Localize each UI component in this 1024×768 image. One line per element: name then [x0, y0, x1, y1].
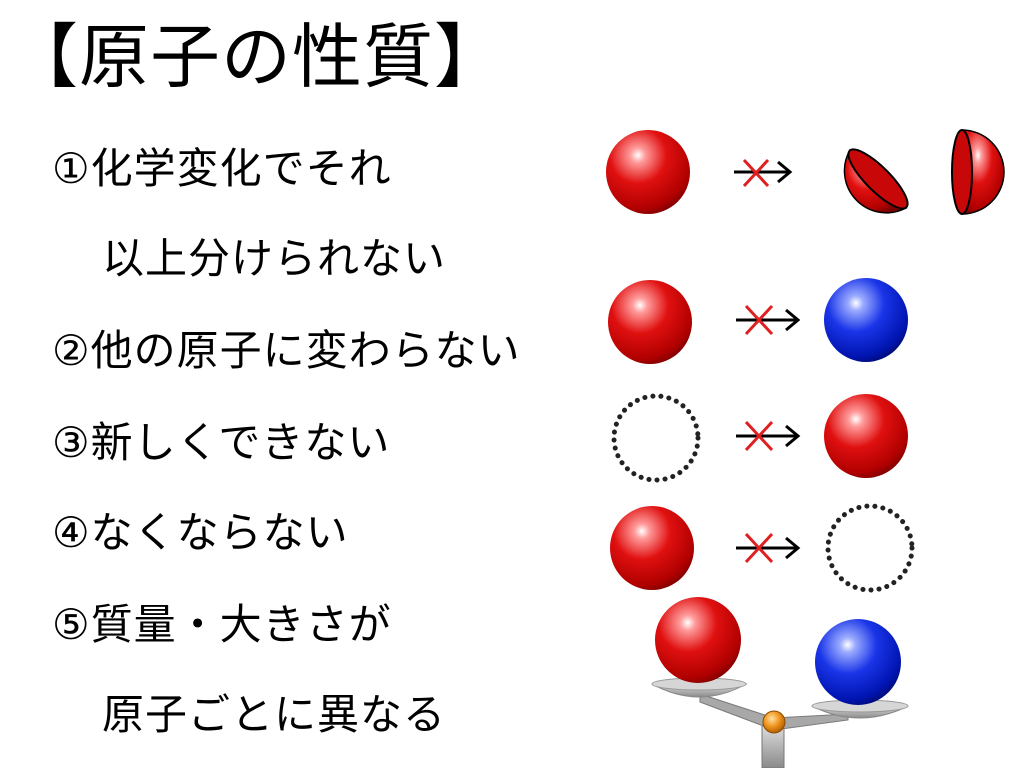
- property-3: ③新しくできない: [52, 418, 391, 467]
- blue-sphere-icon: [824, 278, 908, 362]
- crossed-arrow-icon: [734, 158, 793, 188]
- crossed-arrow-icon: [736, 304, 801, 336]
- blue-sphere-icon: [815, 619, 901, 705]
- dotted-circle-icon: [611, 393, 701, 483]
- red-sphere-icon: [610, 506, 694, 590]
- property-4: ④なくならない: [52, 508, 349, 557]
- property-1-line-1: ①化学変化でそれ: [52, 144, 392, 193]
- property-1-line-2: 以上分けられない: [102, 234, 447, 283]
- crossed-arrow-icon: [736, 532, 801, 564]
- property-5-line-1: ⑤質量・大きさが: [52, 600, 392, 649]
- red-sphere-icon: [655, 597, 741, 683]
- slide-title: 【原子の性質】: [8, 16, 505, 98]
- red-sphere-icon: [606, 130, 690, 214]
- balance-scale-icon: [651, 677, 909, 768]
- property-5-line-2: 原子ごとに異なる: [102, 690, 447, 739]
- red-sphere-icon: [824, 394, 908, 478]
- red-sphere-icon: [608, 280, 692, 364]
- split-half-right-icon: [951, 129, 1005, 215]
- dotted-circle-icon: [825, 503, 915, 593]
- crossed-arrow-icon: [736, 420, 801, 452]
- split-half-left-icon: [843, 148, 909, 214]
- property-2: ②他の原子に変わらない: [52, 326, 521, 375]
